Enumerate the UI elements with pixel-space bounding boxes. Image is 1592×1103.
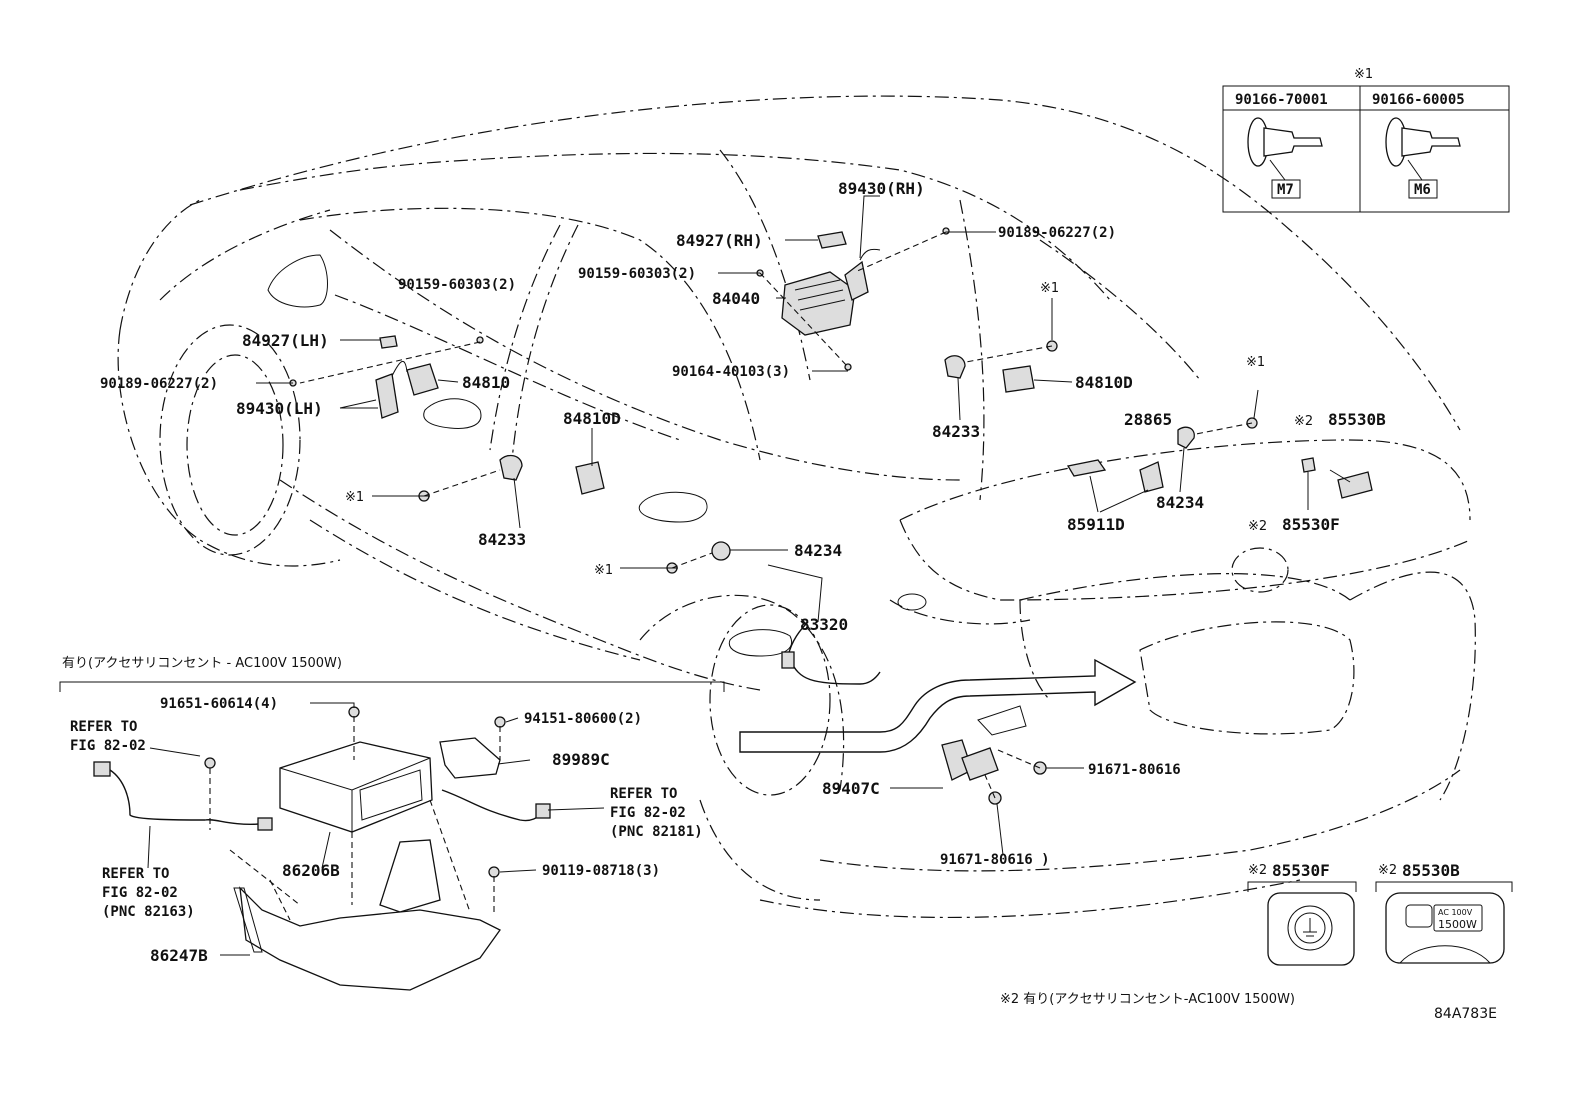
label-90119-08718: 90119-08718(3) [542,863,660,879]
outlet-plate-line-1: AC 100V [1438,908,1473,917]
label-89989c: 89989C [552,750,610,769]
label-84810: 84810 [462,373,510,392]
outlet-85530f-mark: ※2 [1248,863,1267,878]
label-84234-mid: 84234 [794,541,842,560]
refer-2-line-2: FIG 82-02 [102,885,178,901]
part-labels: 89430(RH) 84927(RH) 90189-06227(2) 90159… [100,179,1386,868]
label-85530f: 85530F [1282,515,1340,534]
label-86247b: 86247B [150,946,208,965]
reference-marks: ※1 ※1 ※1 ※1 ※2 ※2 [345,281,1313,578]
label-91671-80616-b: 91671-80616 ) [940,852,1050,868]
label-85911d: 85911D [1067,515,1125,534]
label-90159-60303-lh: 90159-60303(2) [398,277,516,293]
label-91651-60614: 91651-60614(4) [160,696,278,712]
label-84927-rh: 84927(RH) [676,231,763,250]
outlet-85530b-part: 85530B [1402,861,1460,880]
bolt-col-2-header: 90166-60005 [1372,92,1465,108]
label-84810d-right: 84810D [1075,373,1133,392]
mark-1-d: ※1 [594,563,613,578]
bolt-size-m7: M7 [1277,182,1294,198]
label-86206b: 86206B [282,861,340,880]
outlet-box-85530f: ※2 85530F [1247,861,1357,966]
outlet-85530f-part: 85530F [1272,861,1330,880]
parts-shapes [289,227,1373,805]
outlet-box-85530b: ※2 85530B AC 100V 1500W [1375,861,1513,964]
label-89407c: 89407C [822,779,880,798]
label-90189-06227-rh: 90189-06227(2) [998,225,1116,241]
car-body-outline [117,95,1476,919]
label-90159-60303-rh: 90159-60303(2) [578,266,696,282]
label-84233-right: 84233 [932,422,980,441]
label-89430-rh: 89430(RH) [838,179,925,198]
outlet-85530f-plate [1267,892,1355,966]
label-84040: 84040 [712,289,760,308]
label-84234-right: 84234 [1156,493,1204,512]
label-83320: 83320 [800,615,848,634]
refer-2-line-1: REFER TO [102,866,169,882]
refer-3-line-2: FIG 82-02 [610,805,686,821]
refer-3-line-3: (PNC 82181) [610,824,703,840]
label-91671-80616-a: 91671-80616 [1088,762,1181,778]
bottom-note: ※2 有り(アクセサリコンセント-AC100V 1500W) [1000,992,1295,1007]
mark-2-b: ※2 [1248,519,1267,534]
bolt-table-frame [1222,85,1510,213]
inset-note: 有り(アクセサリコンセント - AC100V 1500W) [62,656,342,671]
socket-icon [1405,904,1433,928]
outlet-85530b-plate [1385,892,1505,964]
refer-1-line-1: REFER TO [70,719,137,735]
label-84927-lh: 84927(LH) [242,331,329,350]
leader-lines [256,195,1351,856]
outlet-plate-line-2: 1500W [1438,918,1477,931]
bolt-size-m6: M6 [1414,182,1431,198]
label-90164-40103: 90164-40103(3) [672,364,790,380]
label-28865: 28865 [1124,410,1172,429]
pointer-arrow [739,658,1137,753]
bolt-m7-icon [1247,117,1323,199]
mark-1-c: ※1 [345,490,364,505]
refer-1-line-2: FIG 82-02 [70,738,146,754]
accessory-inset: 有り(アクセサリコンセント - AC100V 1500W) [59,656,725,991]
refer-3-line-1: REFER TO [610,786,677,802]
outlet-85530b-mark: ※2 [1378,863,1397,878]
bolt-m6-icon [1385,117,1461,199]
label-90189-06227-lh: 90189-06227(2) [100,376,218,392]
label-89430-lh: 89430(LH) [236,399,323,418]
diagram-code: 84A783E [1434,1006,1497,1022]
mark-1-b: ※1 [1246,355,1265,370]
label-84233-left: 84233 [478,530,526,549]
bolt-col-1-header: 90166-70001 [1235,92,1328,108]
mark-2-a: ※2 [1294,414,1313,429]
bolt-table: ※1 90166-70001 90166-60005 M7 M6 [1222,67,1510,213]
bolt-table-title: ※1 [1354,67,1373,82]
label-85530b: 85530B [1328,410,1386,429]
label-84810d-mid: 84810D [563,409,621,428]
ground-icon [1303,918,1317,937]
label-94151-80600: 94151-80600(2) [524,711,642,727]
mark-1-a: ※1 [1040,281,1059,296]
refer-2-line-3: (PNC 82163) [102,904,195,920]
